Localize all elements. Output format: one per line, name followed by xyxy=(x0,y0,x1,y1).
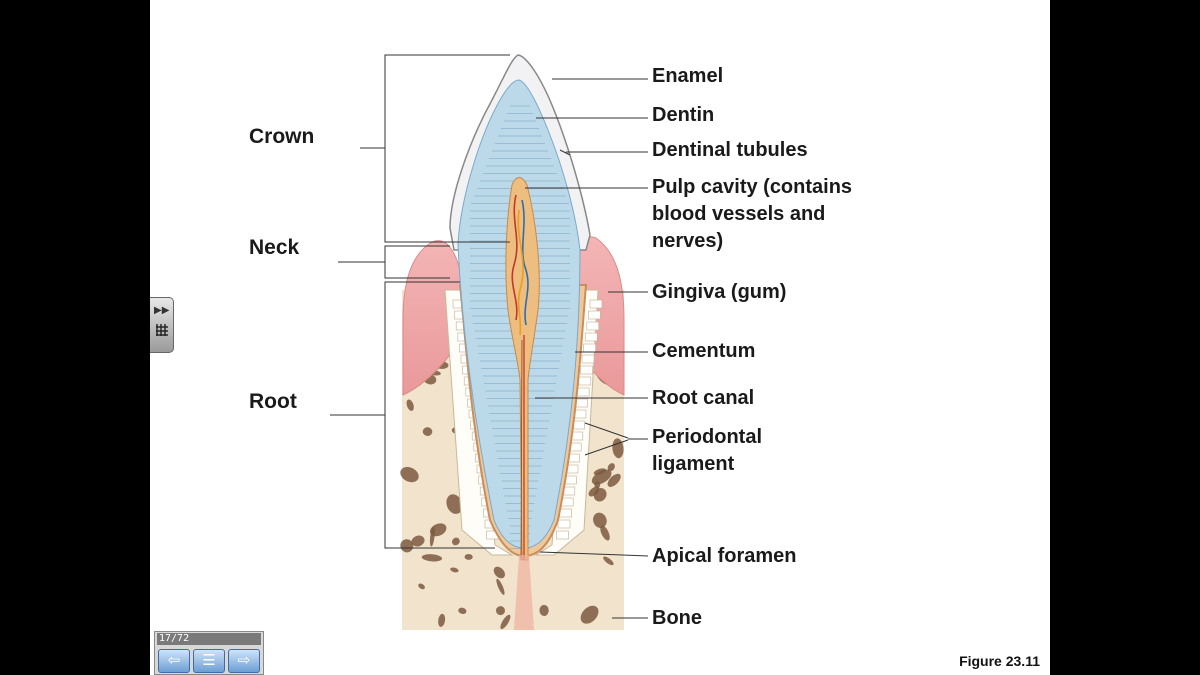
label-dentin: Dentin xyxy=(652,102,714,129)
label-periodontal-ligament: Periodontal ligament xyxy=(652,424,762,478)
label-apical-foramen: Apical foramen xyxy=(652,543,796,570)
label-pulp-cavity: Pulp cavity (contains blood vessels and … xyxy=(652,174,852,255)
arrow-left-icon: ⇦ xyxy=(168,652,181,669)
fast-forward-icon: ▶▶ xyxy=(154,306,169,316)
next-slide-button[interactable]: ⇨ xyxy=(228,649,260,673)
arrow-right-icon: ⇨ xyxy=(238,652,251,669)
outline-menu-icon: ☰ xyxy=(202,652,215,669)
figure-label: Figure 23.11 xyxy=(959,653,1040,669)
grid-icon xyxy=(156,324,168,336)
slide: Crown Neck Root Enamel Dentin Dentinal t… xyxy=(150,0,1050,675)
page-counter: 17/72 xyxy=(157,633,261,645)
label-root: Root xyxy=(249,390,297,414)
label-dentinal-tubules: Dentinal tubules xyxy=(652,137,808,164)
label-bone: Bone xyxy=(652,605,702,632)
label-gingiva: Gingiva (gum) xyxy=(652,279,786,306)
previous-slide-button[interactable]: ⇦ xyxy=(158,649,190,673)
side-panel-toggle[interactable]: ▶▶ xyxy=(150,297,174,353)
label-cementum: Cementum xyxy=(652,338,755,365)
label-crown: Crown xyxy=(249,125,314,149)
label-enamel: Enamel xyxy=(652,63,723,90)
label-root-canal: Root canal xyxy=(652,385,754,412)
tooth-diagram xyxy=(150,0,1050,675)
outline-menu-button[interactable]: ☰ xyxy=(193,649,225,673)
slide-navigation: 17/72 ⇦ ☰ ⇨ xyxy=(154,631,264,675)
label-neck: Neck xyxy=(249,236,299,260)
